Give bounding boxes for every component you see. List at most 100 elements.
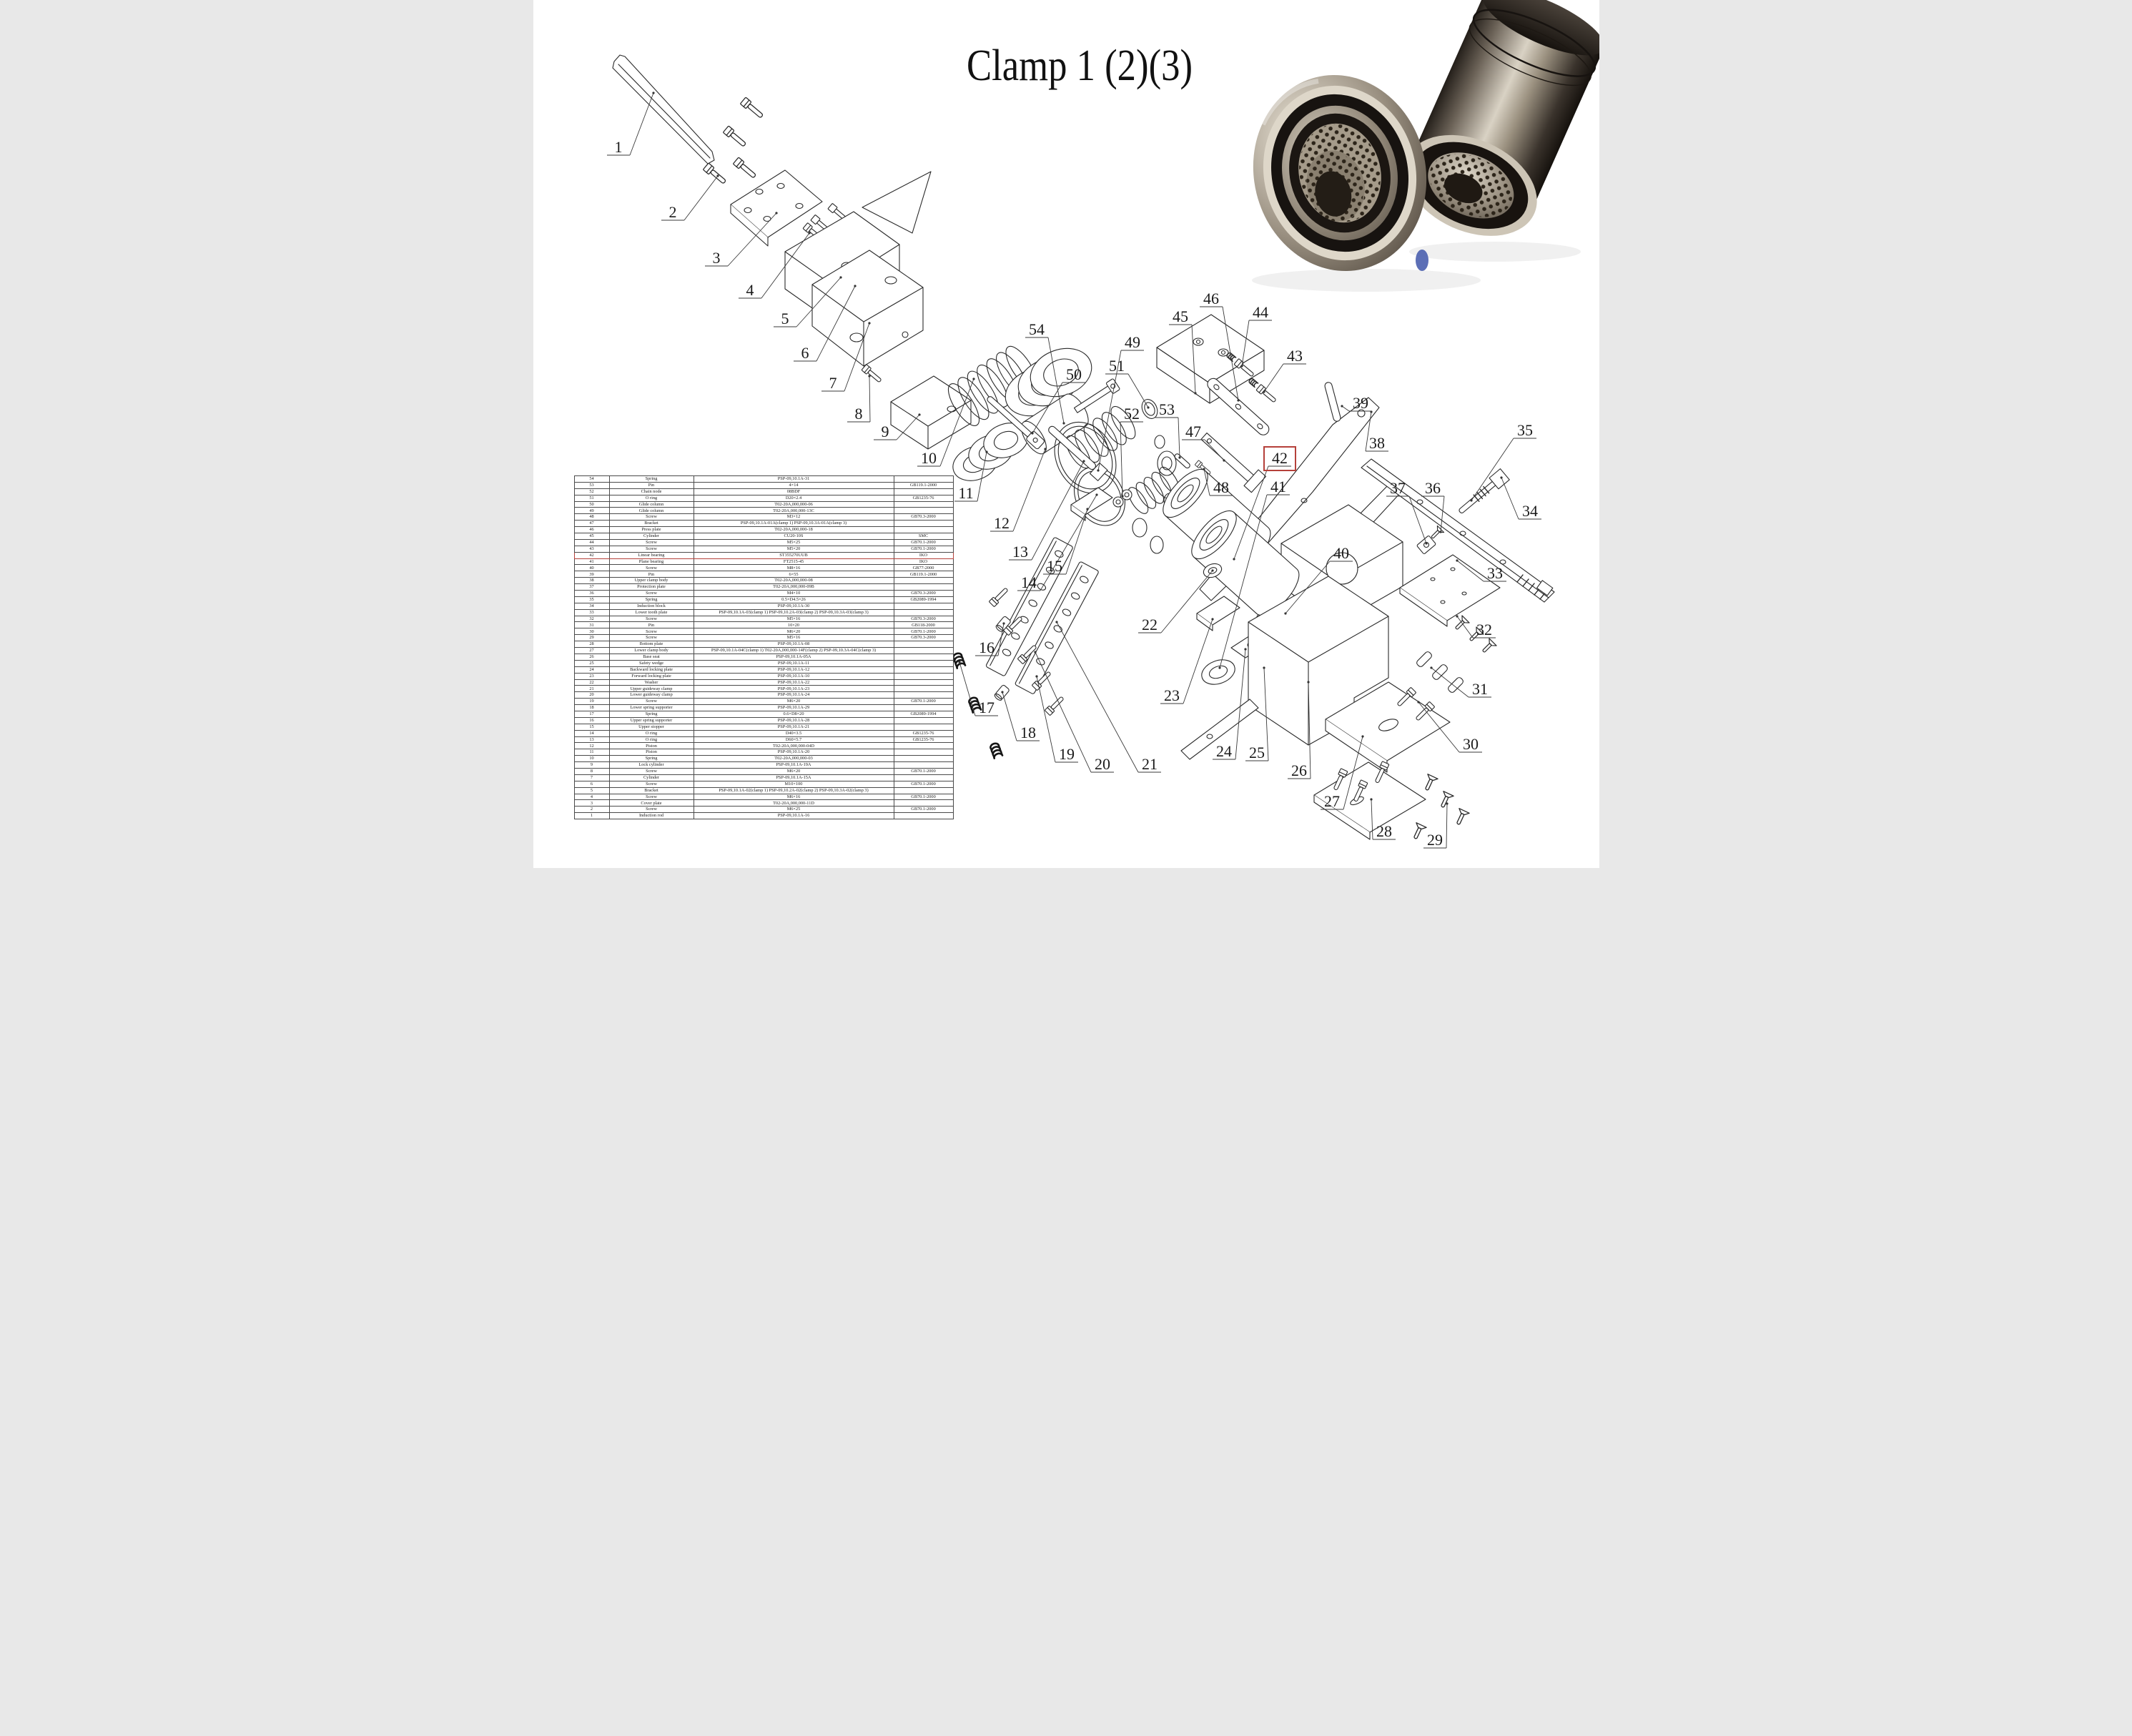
- callout-1: 1: [606, 92, 655, 156]
- callout-44: 44: [1240, 303, 1272, 368]
- table-cell: T02-20A,000,000-18: [693, 526, 894, 534]
- table-cell: GB70.3-2000: [893, 615, 954, 623]
- table-cell: 49: [573, 507, 610, 515]
- table-cell: Upper clamp body: [608, 577, 694, 585]
- table-cell: FT2515-45: [693, 558, 894, 566]
- table-cell: [893, 583, 954, 591]
- table-cell: Spring: [608, 596, 694, 603]
- table-cell: 14: [573, 729, 610, 737]
- table-cell: M6×25: [693, 806, 894, 814]
- table-cell: PSP-09,10.1A-19A: [693, 761, 894, 769]
- svg-text:54: 54: [1029, 320, 1045, 338]
- table-cell: D20×2.4: [693, 494, 894, 502]
- table-cell: [893, 602, 954, 610]
- table-cell: 4×14: [693, 481, 894, 489]
- table-cell: Piston: [608, 742, 694, 750]
- table-cell: Lock cylinder: [608, 761, 694, 769]
- table-cell: PSP-09,10.1A-22: [693, 679, 894, 686]
- callout-17: 17: [957, 661, 998, 716]
- table-cell: 45: [573, 533, 610, 540]
- table-cell: Bracket: [608, 786, 694, 794]
- callout-31: 31: [1429, 666, 1491, 698]
- table-cell: Screw: [608, 698, 694, 706]
- callout-38: 38: [1365, 410, 1388, 452]
- table-cell: [893, 653, 954, 661]
- table-cell: 41: [573, 558, 610, 566]
- table-cell: Pin: [608, 621, 694, 629]
- callout-8: 8: [847, 375, 871, 423]
- svg-text:3: 3: [712, 249, 720, 267]
- table-cell: Spring: [608, 475, 694, 483]
- svg-text:23: 23: [1164, 686, 1180, 704]
- exploded-view-scene: Clamp 1 (2)(3) 1234567891011121314151617…: [606, 0, 1599, 849]
- table-cell: 22: [573, 679, 610, 686]
- table-cell: M5×20: [693, 545, 894, 553]
- washer-a: [1153, 435, 1165, 449]
- callout-15: 15: [1042, 508, 1089, 575]
- svg-text:22: 22: [1142, 616, 1158, 633]
- table-cell: M4×10: [693, 590, 894, 597]
- svg-text:2: 2: [668, 203, 676, 221]
- table-cell: [893, 647, 954, 654]
- table-cell: Bracket: [608, 520, 694, 528]
- table-cell: SMC: [893, 533, 954, 540]
- callout-14: 14: [1017, 493, 1098, 591]
- table-cell: [893, 526, 954, 534]
- svg-text:30: 30: [1463, 735, 1479, 753]
- table-cell: Screw: [608, 564, 694, 572]
- table-cell: 32: [573, 615, 610, 623]
- table-cell: [893, 475, 954, 483]
- table-cell: 28: [573, 641, 610, 648]
- svg-text:24: 24: [1216, 742, 1232, 760]
- table-cell: PSP-09,10.1A-15A: [693, 774, 894, 781]
- guideway-strip-20: [1015, 561, 1099, 694]
- table-cell: PSP-09,10.1A-21: [693, 723, 894, 731]
- svg-text:47: 47: [1185, 423, 1201, 440]
- callout-46: 46: [1199, 290, 1240, 402]
- svg-text:29: 29: [1427, 831, 1443, 849]
- table-cell: 30: [573, 628, 610, 636]
- callout-41: 41: [1218, 478, 1290, 669]
- callout-50: 50: [1030, 365, 1085, 435]
- svg-text:48: 48: [1213, 478, 1229, 496]
- table-cell: PSP-09,10.1A-03(clamp 1) PSP-09,10.2A-03…: [693, 608, 894, 616]
- table-cell: GB70.1-2000: [893, 767, 954, 775]
- callout-35: 35: [1469, 421, 1536, 502]
- table-cell: 50: [573, 500, 610, 508]
- table-cell: M5×25: [693, 538, 894, 546]
- table-cell: GB70.1-2000: [893, 698, 954, 706]
- table-cell: O ring: [608, 729, 694, 737]
- table-cell: [893, 641, 954, 648]
- table-cell: [893, 723, 954, 731]
- table-cell: T02-20A,000,000-03: [693, 755, 894, 763]
- callout-42: 42: [1232, 446, 1296, 561]
- table-cell: 0.6×D8×20: [693, 710, 894, 718]
- table-cell: PSP-09,10.1A-01A(clamp 1) PSP-09,10.3A-0…: [693, 520, 894, 528]
- table-cell: Screw: [608, 545, 694, 553]
- callout-7: 7: [821, 322, 871, 392]
- locking-plate-23: [1195, 596, 1240, 631]
- svg-text:52: 52: [1124, 405, 1140, 423]
- table-cell: GB1235-76: [893, 736, 954, 744]
- screw-8: [860, 364, 883, 385]
- table-cell: GB119.1-2000: [893, 481, 954, 489]
- table-cell: GB70.3-2000: [893, 590, 954, 597]
- callout-24: 24: [1212, 648, 1247, 760]
- table-cell: 17: [573, 710, 610, 718]
- callout-22: 22: [1137, 569, 1214, 633]
- table-cell: GB70.3-2000: [893, 513, 954, 521]
- table-cell: Backward locking plate: [608, 666, 694, 674]
- table-cell: GB70.1-2000: [893, 780, 954, 788]
- table-cell: PSP-09,10.1A-29: [693, 704, 894, 711]
